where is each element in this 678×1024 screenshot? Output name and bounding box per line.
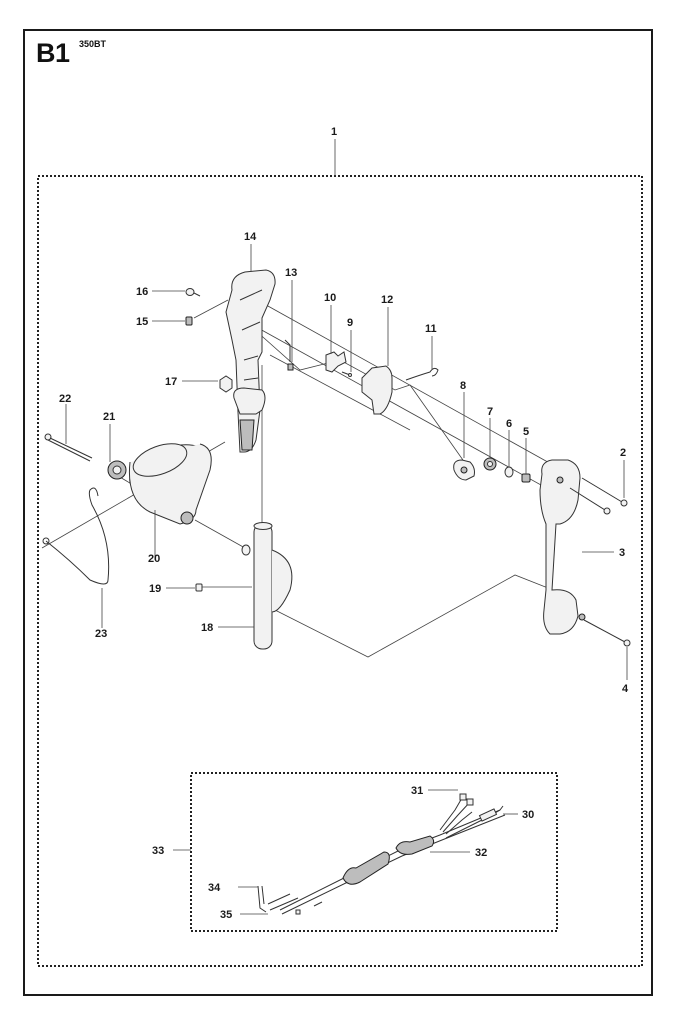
callout-21[interactable]: 21 xyxy=(103,411,115,423)
part-22-bolt[interactable] xyxy=(44,433,93,462)
callout-19[interactable]: 19 xyxy=(149,583,161,595)
part-19-clip[interactable] xyxy=(195,583,252,592)
part-2-screws[interactable] xyxy=(569,477,628,515)
part-11-spring[interactable] xyxy=(405,367,439,381)
part-30-cable[interactable] xyxy=(445,805,504,839)
callout-2[interactable]: 2 xyxy=(620,447,626,459)
callout-1[interactable]: 1 xyxy=(331,126,337,138)
part-10-throttle-trigger[interactable] xyxy=(325,351,347,373)
part-18-tube[interactable] xyxy=(241,522,293,650)
callout-34[interactable]: 34 xyxy=(208,882,221,894)
part-8-knob[interactable] xyxy=(453,459,475,481)
callout-15[interactable]: 15 xyxy=(136,316,148,328)
callout-5[interactable]: 5 xyxy=(523,426,529,438)
part-14-handle-housing[interactable] xyxy=(225,269,276,453)
callout-32[interactable]: 32 xyxy=(475,847,487,859)
callout-12[interactable]: 12 xyxy=(381,294,393,306)
callout-9[interactable]: 9 xyxy=(347,317,353,329)
part-15-nut[interactable] xyxy=(185,316,193,326)
model-label: 350BT xyxy=(79,39,107,49)
callout-16[interactable]: 16 xyxy=(136,286,148,298)
page-frame xyxy=(23,29,653,996)
harness-boundary-33 xyxy=(190,772,558,932)
callout-14[interactable]: 14 xyxy=(244,231,257,243)
callout-31[interactable]: 31 xyxy=(411,785,423,797)
callout-20[interactable]: 20 xyxy=(148,553,160,565)
part-34-terminal[interactable] xyxy=(257,885,267,913)
callout-18[interactable]: 18 xyxy=(201,622,213,634)
callout-6[interactable]: 6 xyxy=(506,418,512,430)
callout-33[interactable]: 33 xyxy=(152,845,164,857)
callout-8[interactable]: 8 xyxy=(460,380,466,392)
part-20-bracket-ring[interactable] xyxy=(123,435,217,525)
part-9-pin[interactable] xyxy=(341,371,352,377)
callout-23[interactable]: 23 xyxy=(95,628,107,640)
part-12-throttle-lockout[interactable] xyxy=(361,365,393,415)
part-23-strap-loop[interactable] xyxy=(42,487,110,585)
callout-11[interactable]: 11 xyxy=(425,323,437,335)
part-35-terminal[interactable] xyxy=(267,893,323,915)
callout-30[interactable]: 30 xyxy=(522,809,534,821)
part-3-rear-handle[interactable] xyxy=(539,459,586,635)
callout-13[interactable]: 13 xyxy=(285,267,297,279)
callout-17[interactable]: 17 xyxy=(165,376,177,388)
part-13-spring[interactable] xyxy=(284,339,294,371)
part-16-screw[interactable] xyxy=(185,288,201,297)
part-21-knob[interactable] xyxy=(107,460,127,480)
callout-35[interactable]: 35 xyxy=(220,909,232,921)
part-32-wiring-harness[interactable] xyxy=(279,809,506,915)
part-5-nut[interactable] xyxy=(521,473,531,483)
part-17-nut[interactable] xyxy=(219,375,233,393)
callout-10[interactable]: 10 xyxy=(324,292,336,304)
leader-15-axis xyxy=(193,299,229,319)
part-4-screw[interactable] xyxy=(583,619,631,647)
callout-4[interactable]: 4 xyxy=(622,683,629,695)
part-31-connectors[interactable] xyxy=(439,793,474,835)
section-title: B1 xyxy=(36,38,70,68)
assembly-boundary-1 xyxy=(37,175,643,967)
callout-22[interactable]: 22 xyxy=(59,393,71,405)
part-6-washer[interactable] xyxy=(504,466,514,478)
part-7-spacer[interactable] xyxy=(483,457,497,471)
callout-3[interactable]: 3 xyxy=(619,547,625,559)
callout-7[interactable]: 7 xyxy=(487,406,493,418)
